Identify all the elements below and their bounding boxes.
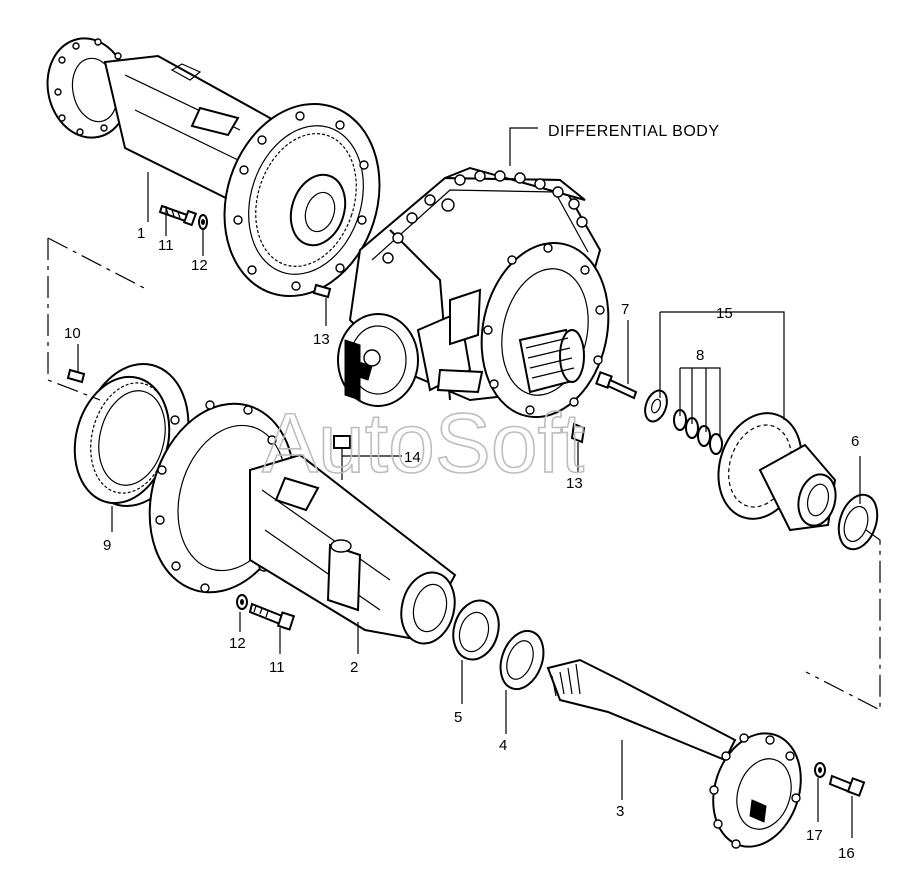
differential-body xyxy=(337,166,610,419)
callout-1: 1 xyxy=(137,225,145,242)
callout-14: 14 xyxy=(404,449,421,466)
callout-13-upper: 13 xyxy=(313,331,330,348)
callout-17: 17 xyxy=(806,827,823,844)
dowel-pin-13-lower xyxy=(570,422,586,444)
callout-15: 15 xyxy=(716,305,733,322)
upper-axle-housing xyxy=(46,37,272,201)
shims-8 xyxy=(673,409,723,455)
callout-13-lower: 13 xyxy=(566,475,583,492)
bolt-11-upper xyxy=(158,204,198,227)
washer-12-lower xyxy=(236,594,248,610)
callout-8: 8 xyxy=(696,347,704,364)
differential-body-leader xyxy=(509,127,538,166)
differential-gear-15 xyxy=(717,412,837,532)
watermark: AutoSoft xyxy=(262,396,584,490)
callout-4: 4 xyxy=(499,737,507,754)
pin-10 xyxy=(66,368,86,384)
bolt-16 xyxy=(828,774,866,797)
washer-17 xyxy=(814,762,826,778)
callouts: 1 11 12 13 10 9 14 13 7 15 8 6 12 11 2 5… xyxy=(64,225,859,862)
callout-2: 2 xyxy=(350,659,358,676)
leader-lines xyxy=(77,172,861,838)
shim-4 xyxy=(499,629,545,691)
washer-15-left xyxy=(644,389,668,423)
grease-fitting-14 xyxy=(333,435,351,480)
differential-body-label: DIFFERENTIAL BODY xyxy=(548,123,719,140)
dowel-pin-13-upper xyxy=(312,283,332,299)
callout-12-lower: 12 xyxy=(229,635,246,652)
bolt-11-lower xyxy=(248,602,296,631)
axle-shaft-3 xyxy=(546,658,802,849)
lower-axle-housing xyxy=(148,400,457,645)
callout-11-lower: 11 xyxy=(269,659,285,676)
bolt-7 xyxy=(595,371,638,400)
upper-flange-ring-gear xyxy=(223,102,381,298)
callout-10: 10 xyxy=(64,325,81,342)
callout-11-upper: 11 xyxy=(158,237,174,254)
callout-16: 16 xyxy=(838,845,855,862)
oil-seal-5 xyxy=(452,599,500,661)
callout-7: 7 xyxy=(621,301,629,318)
center-lines xyxy=(47,237,881,711)
callout-5: 5 xyxy=(454,709,462,726)
bearing-6 xyxy=(837,493,879,551)
callout-3: 3 xyxy=(616,803,624,820)
washer-12-upper xyxy=(198,214,208,230)
callout-6: 6 xyxy=(851,433,859,450)
callout-9: 9 xyxy=(103,537,111,554)
callout-12-upper: 12 xyxy=(191,257,208,274)
